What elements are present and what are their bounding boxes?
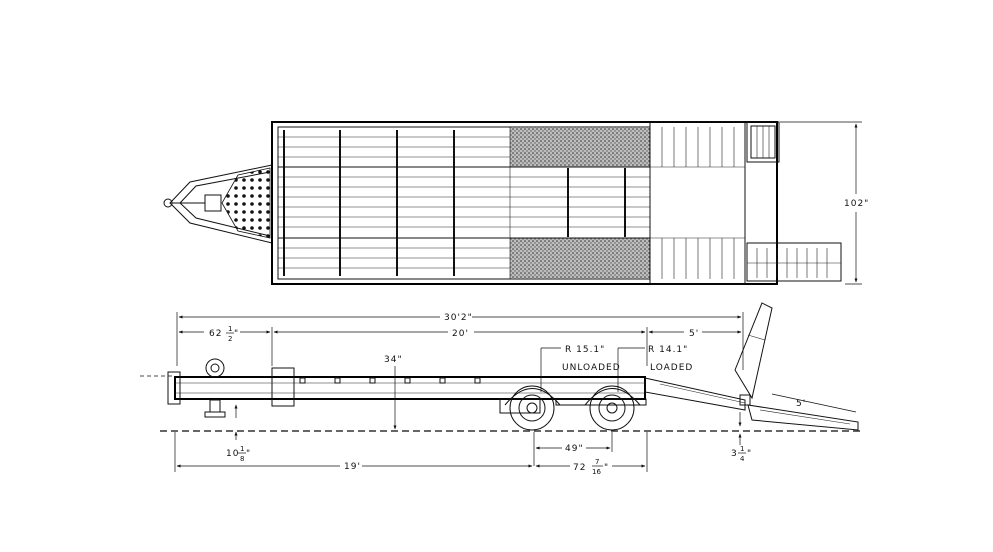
axle-to-rear-numerator: 7 bbox=[595, 458, 599, 466]
rear-clearance-label: 3 bbox=[731, 449, 738, 459]
axle-spread-dimension: 49" bbox=[533, 432, 613, 466]
frame-side bbox=[167, 358, 647, 418]
dovetail-side bbox=[644, 302, 859, 431]
top-view: 102" bbox=[163, 121, 869, 285]
jack-height-numerator: 1 bbox=[240, 445, 244, 453]
radius-callouts: R 15.1" UNLOADED R 14.1" LOADED bbox=[540, 345, 693, 392]
tongue-length-numerator: 1 bbox=[228, 325, 232, 333]
wheels-side bbox=[504, 385, 641, 431]
hitch-to-axle-label: 19' bbox=[344, 462, 361, 472]
axle-to-rear-label: 72 bbox=[573, 463, 586, 473]
ramp-length-label: 5' bbox=[796, 399, 806, 409]
ramp-upper-top bbox=[746, 121, 780, 163]
tongue-length-label: 62 bbox=[209, 329, 222, 339]
radius-loaded-label: R 14.1" bbox=[648, 345, 688, 355]
deck-length-label: 20' bbox=[452, 329, 469, 339]
ramp-lower-top bbox=[746, 242, 842, 282]
axle-spread-label: 49" bbox=[565, 444, 584, 454]
overall-length-dimension: 30'2" bbox=[176, 312, 744, 370]
jack-height-label: 10 bbox=[226, 449, 239, 459]
unloaded-label: UNLOADED bbox=[562, 363, 621, 373]
jack-height-dimension: 10 1 8 " bbox=[226, 404, 251, 463]
jack-height-unit: " bbox=[246, 449, 251, 459]
jack-height-denominator: 8 bbox=[240, 455, 244, 463]
rear-clearance-unit: " bbox=[747, 449, 752, 459]
width-label: 102" bbox=[844, 199, 869, 209]
side-view: 30'2" 62 1 2 " 20' 5' 34" bbox=[140, 302, 860, 476]
axle-to-rear-unit: " bbox=[604, 463, 609, 473]
hitch-to-axle-dimension: 19' bbox=[174, 432, 533, 472]
radius-unloaded-label: R 15.1" bbox=[565, 345, 605, 355]
tongue-length-denominator: 2 bbox=[228, 335, 232, 343]
dovetail-length-label: 5' bbox=[689, 329, 699, 339]
segment-dimensions: 62 1 2 " 20' 5' bbox=[178, 325, 742, 366]
overall-length-label: 30'2" bbox=[444, 313, 473, 323]
tongue-length-unit: " bbox=[234, 329, 239, 339]
ramp-length-dimension: 5' bbox=[771, 393, 857, 413]
axle-to-rear-dimension: 72 7 16 " bbox=[535, 432, 648, 476]
axle-to-rear-denominator: 16 bbox=[592, 468, 601, 476]
deck-top bbox=[271, 121, 842, 285]
tongue-top bbox=[163, 164, 273, 244]
deck-height-label: 34" bbox=[384, 355, 403, 365]
dovetail-top bbox=[649, 121, 746, 285]
rear-clearance-numerator: 1 bbox=[740, 445, 744, 453]
rear-clearance-dimension: 3 1 4 " bbox=[731, 412, 752, 463]
width-dimension: 102" bbox=[780, 121, 869, 285]
deck-fasteners bbox=[283, 130, 626, 276]
deck-height-dimension: 34" bbox=[384, 355, 403, 430]
rear-clearance-denominator: 4 bbox=[740, 455, 745, 463]
loaded-label: LOADED bbox=[650, 363, 693, 373]
